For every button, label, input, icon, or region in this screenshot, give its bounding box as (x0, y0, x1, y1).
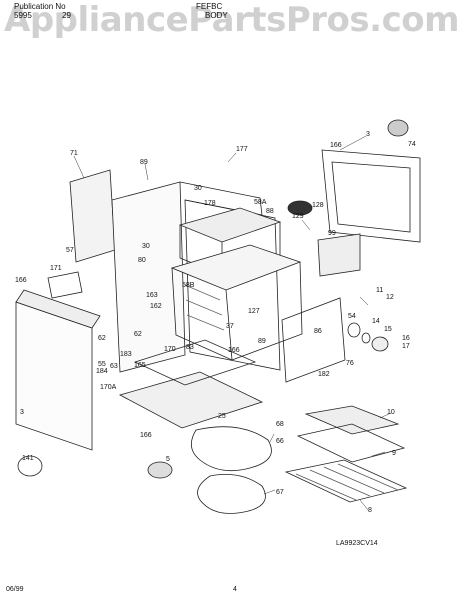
callout-label: 80 (138, 257, 146, 264)
callout-label: 25 (218, 413, 226, 420)
callout-label: 166 (140, 432, 152, 439)
insulation-blanket (69, 169, 116, 263)
callout-label: 5 (166, 456, 170, 463)
callout-label: 170A (100, 384, 117, 391)
body-side-panel (111, 181, 186, 373)
body-top-frame (179, 181, 263, 216)
callout-label: 166 (15, 277, 27, 284)
callout-label: 166 (228, 347, 240, 354)
callout-label: 183 (120, 351, 132, 358)
callout-label: 177 (236, 146, 248, 153)
top-cover (178, 207, 282, 243)
callout-label: 129 (292, 213, 304, 220)
bake-element (191, 426, 272, 472)
callout-label: 30 (142, 243, 150, 250)
callout-label: 166 (330, 142, 342, 149)
callout-label: 66 (276, 438, 284, 445)
callout-label: 17 (402, 343, 410, 350)
part-74 (387, 119, 409, 137)
pan-9 (296, 423, 406, 463)
right-side-panel (281, 297, 346, 383)
watermark: AppliancePartsPros.com (4, 0, 460, 40)
callout-label: 74 (408, 141, 416, 148)
callout-label: 68 (276, 421, 284, 428)
callout-label: 141 (22, 455, 34, 462)
callout-label: 37 (226, 323, 234, 330)
drawer-panel (133, 339, 257, 386)
callout-label: 184 (96, 368, 108, 375)
publication-label: Publication No (14, 2, 66, 11)
callout-label: 55 (98, 361, 106, 368)
figure-code: LA9923CV14 (336, 540, 378, 547)
section-title: BODY (205, 11, 228, 20)
broiler-pan-10 (304, 405, 400, 435)
callout-label: 3 (366, 131, 370, 138)
callout-label: 8 (368, 507, 372, 514)
callout-label: 30 (194, 185, 202, 192)
callout-label: 57 (66, 247, 74, 254)
callout-label: 63 (110, 363, 118, 370)
callout-label: 67 (276, 489, 284, 496)
knob-5 (147, 461, 173, 479)
callout-label: 89 (258, 338, 266, 345)
callout-label: 9 (392, 450, 396, 457)
rack-8 (284, 459, 408, 503)
callout-label: 76 (346, 360, 354, 367)
callout-label: 162 (150, 303, 162, 310)
callout-label: 99 (328, 230, 336, 237)
callout-label: 54 (348, 313, 356, 320)
callout-label: 128 (312, 202, 324, 209)
bottom-tray (118, 371, 264, 429)
callout-label: 89 (140, 159, 148, 166)
part-15 (371, 336, 389, 352)
callout-label: 58B (182, 282, 195, 289)
footer-page: 4 (233, 586, 237, 593)
part-171 (47, 271, 83, 299)
callout-label: 3 (20, 409, 24, 416)
footer-date: 06/99 (6, 586, 24, 593)
callout-label: 170 (164, 346, 176, 353)
part-54 (347, 322, 361, 338)
callout-label: 171 (50, 265, 62, 272)
callout-label: 11 (376, 287, 383, 294)
publication-number: 5995 (14, 11, 32, 20)
callout-label: 165 (134, 362, 146, 369)
callout-label: 16 (402, 335, 410, 342)
back-panel-99 (317, 233, 361, 277)
callout-label: 86 (314, 328, 322, 335)
callout-label: 71 (70, 150, 78, 157)
callout-label: 14 (372, 318, 380, 325)
callout-label: 12 (386, 294, 394, 301)
callout-label: 182 (318, 371, 330, 378)
callout-label: 62 (134, 331, 142, 338)
model-number: FEFBC (196, 2, 223, 11)
callout-label: 15 (384, 326, 392, 333)
callout-label: 127 (248, 308, 260, 315)
part-14 (361, 332, 371, 344)
part-128 (287, 200, 313, 216)
callout-label: 58A (254, 199, 267, 206)
callout-label: 163 (146, 292, 158, 299)
callout-label: 178 (204, 200, 216, 207)
part-141 (17, 455, 43, 477)
publication-suffix: 29 (62, 11, 71, 20)
callout-label: 62 (98, 335, 106, 342)
door-frame (321, 149, 421, 243)
callout-label: 10 (387, 409, 395, 416)
callout-label: 83 (186, 344, 194, 351)
callout-label: 88 (266, 208, 274, 215)
